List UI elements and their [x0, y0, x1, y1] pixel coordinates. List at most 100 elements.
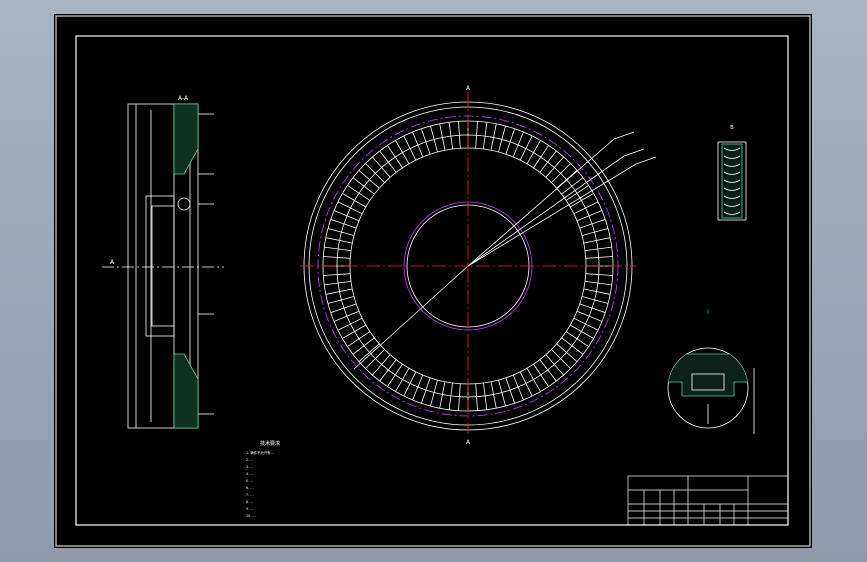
tooth-division [352, 177, 375, 195]
tooth-division [395, 368, 410, 392]
tooth-division [325, 237, 353, 244]
tooth-division [430, 125, 438, 153]
tooth-division [556, 170, 578, 189]
detail-tooth [723, 155, 741, 159]
tooth-division [421, 128, 431, 155]
tooth-division [565, 185, 589, 201]
tooth-division [545, 354, 564, 376]
tooth-division [498, 379, 506, 407]
tooth-division [358, 170, 380, 189]
title-block [627, 475, 789, 526]
tooth-division [387, 145, 403, 169]
section-label: I [707, 309, 709, 316]
hatched-rim-top [173, 103, 199, 175]
tooth-division [475, 383, 478, 411]
tooth-division [325, 288, 353, 295]
side-view-label: A-A [178, 95, 189, 102]
tooth-division [576, 310, 603, 322]
tooth-division [573, 317, 599, 331]
tooth-division [570, 324, 594, 339]
tooth-division [327, 228, 355, 236]
title-block-outline [627, 475, 789, 526]
tooth-division [421, 377, 431, 404]
tech-note-line: 3. ... [246, 465, 254, 469]
tooth-division [342, 193, 366, 208]
tech-note-line: 6. ... [246, 486, 254, 490]
tooth-division [333, 310, 360, 322]
tooth-division [324, 246, 352, 251]
tooth-division [330, 303, 357, 313]
tooth-division [551, 349, 571, 369]
tooth-division [430, 379, 438, 407]
tooth-division [583, 288, 611, 295]
front-bottom-label: A [466, 439, 471, 446]
tooth-division [347, 185, 371, 201]
detail-hatch [721, 143, 743, 219]
tooth-division [323, 273, 351, 276]
detail-tooth [723, 203, 741, 207]
tooth-division [458, 383, 461, 411]
tooth-division [365, 349, 385, 369]
tooth-division [342, 324, 366, 339]
tooth-division [539, 359, 557, 382]
section-hatch [668, 353, 748, 397]
tooth-division [579, 219, 606, 229]
leader-line [467, 163, 637, 267]
tech-note-line: 2. ... [246, 458, 254, 462]
drawing-viewport[interactable]: A-A A A A B [54, 14, 812, 548]
tooth-division [584, 246, 612, 251]
tooth-division [439, 123, 446, 151]
tooth-division [372, 156, 391, 178]
keyway [691, 373, 725, 391]
leader-tail [623, 148, 645, 157]
tooth-division [379, 359, 397, 382]
tooth-division [347, 331, 371, 347]
hatched-rim-bottom [173, 353, 199, 429]
tooth-division [519, 371, 533, 397]
tooth-division [330, 219, 357, 229]
tooth-division [561, 177, 584, 195]
tooth-division [387, 363, 403, 387]
technical-notes: 技术要求 1. 铸件不允许有... 2. ... 3. ... 4. ... 5… [246, 440, 280, 518]
tooth-division [539, 150, 557, 173]
tooth-division [584, 281, 612, 286]
tooth-division [483, 382, 488, 410]
leader-line [353, 265, 469, 370]
detail-view [717, 141, 747, 221]
tech-note-line: 1. 铸件不允许有... [246, 450, 274, 455]
tooth-division [412, 131, 424, 158]
tooth-division [323, 256, 351, 259]
cad-drawing: A-A A A A B [55, 15, 811, 547]
hub-inner [151, 205, 175, 327]
section-detail-view [667, 347, 755, 434]
tech-note-line: 9. ... [246, 507, 254, 511]
section-circle [667, 347, 749, 429]
tooth-division [579, 303, 606, 313]
tooth-division [395, 140, 410, 164]
detail-tooth [723, 187, 741, 191]
tooth-division [352, 337, 375, 355]
tooth-division [365, 163, 385, 183]
tooth-division [490, 123, 497, 151]
tooth-division [533, 145, 549, 169]
tooth-division [475, 121, 478, 149]
side-outline [127, 103, 199, 429]
tooth-division [512, 374, 524, 401]
tech-notes-title: 技术要求 [260, 440, 280, 447]
tooth-division [545, 156, 564, 178]
detail-tooth [723, 171, 741, 175]
tooth-division [358, 343, 380, 362]
tech-note-line: 5. ... [246, 479, 254, 483]
tooth-division [505, 128, 515, 155]
tooth-division [412, 374, 424, 401]
detail-outline [717, 141, 747, 221]
tooth-division [327, 296, 355, 304]
tech-note-line: 8. ... [246, 500, 254, 504]
tooth-division [576, 210, 603, 222]
front-view [300, 92, 657, 434]
detail-teeth [723, 147, 741, 215]
tooth-division [512, 131, 524, 158]
tooth-division [556, 343, 578, 362]
tooth-division [403, 371, 417, 397]
tooth-division [551, 163, 571, 183]
